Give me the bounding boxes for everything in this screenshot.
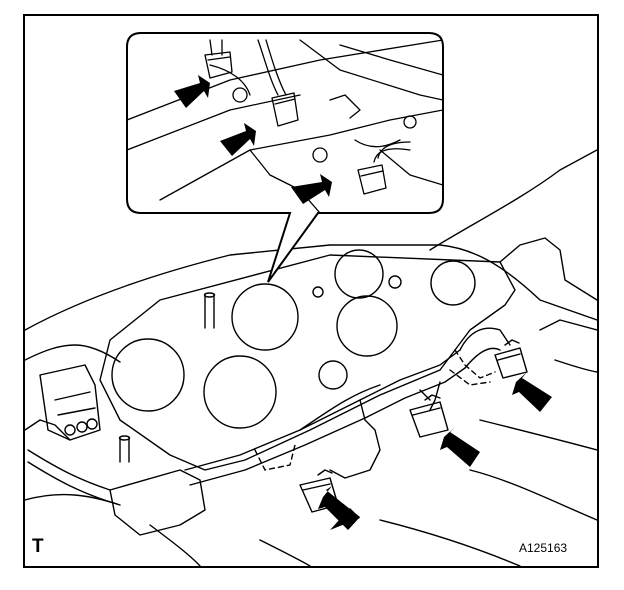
pointer-arrow-icon xyxy=(291,174,332,204)
inset-view xyxy=(127,39,443,213)
port-hole-4 xyxy=(336,295,398,357)
pointer-arrow-icon xyxy=(440,427,480,467)
stud-bolts xyxy=(118,292,216,463)
connector-icon xyxy=(409,394,449,438)
port-hole-2 xyxy=(430,260,476,306)
intake-gasket xyxy=(99,249,516,471)
pointer-arrows-main xyxy=(318,372,552,530)
pointer-arrow-icon xyxy=(174,75,210,108)
pointer-arrow-icon xyxy=(512,372,552,412)
side-connector-block xyxy=(27,364,206,536)
view-letter-label: T xyxy=(32,536,44,557)
main-view xyxy=(25,149,597,566)
inset-bubble xyxy=(126,32,444,283)
port-hole-6 xyxy=(203,355,277,429)
port-hole-5 xyxy=(111,338,185,412)
figure-frame xyxy=(23,14,599,568)
port-hole-3 xyxy=(231,283,299,351)
pointer-arrow-icon xyxy=(220,123,256,156)
figure-code-label: A125163 xyxy=(519,541,568,555)
connector-icon xyxy=(357,164,387,195)
pointer-arrows-inset xyxy=(174,75,332,204)
wire-harness xyxy=(184,327,511,486)
hidden-harness-dashed xyxy=(254,349,496,471)
connector-icon xyxy=(494,339,528,379)
connector-icon xyxy=(271,92,299,127)
connector-icon xyxy=(204,51,233,79)
port-hole-1 xyxy=(334,249,384,299)
